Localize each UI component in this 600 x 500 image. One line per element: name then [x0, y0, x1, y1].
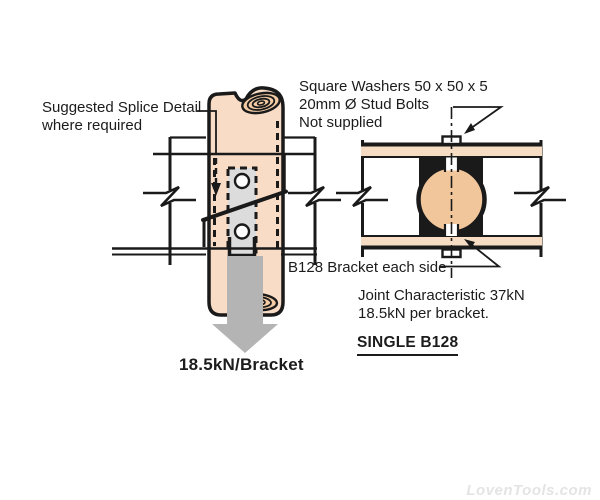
post-right: [288, 137, 341, 265]
end-grain-rings-top: [241, 91, 281, 115]
washers-note-line3: Not supplied: [299, 114, 383, 131]
splice-note-line2: where required: [42, 116, 143, 134]
splice-note: Suggested Splice Detail where required: [42, 99, 201, 134]
break-symbol: [514, 185, 566, 208]
variant-title: SINGLE B128: [357, 334, 459, 356]
leader-arrowhead: [211, 183, 221, 196]
splice-cut-line: [201, 189, 288, 222]
joint-section-view: [336, 106, 566, 278]
watermark: LovenTools.com: [466, 482, 592, 499]
splice-note-line1: Suggested Splice Detail: [42, 99, 202, 116]
bracket-label: B128 Bracket each side: [288, 259, 447, 276]
bracket-plate-visible-end: [227, 237, 257, 258]
washers-note-line2: 20mm Ø Stud Bolts: [299, 96, 430, 113]
splice-note-leader: [197, 110, 221, 196]
joint-note-line1: Joint Characteristic 37kN: [358, 287, 525, 304]
splice-step-left: [202, 216, 210, 247]
joint-characteristic-note: Joint Characteristic 37kN 18.5kN per bra…: [358, 287, 525, 323]
bracket-leader-bottom: [440, 239, 502, 268]
break-symbol: [288, 185, 341, 208]
washers-note: Square Washers 50 x 50 x 5 20mm Ø Stud B…: [299, 78, 488, 132]
joint-note-line2: 18.5kN per bracket.: [358, 305, 489, 322]
load-arrow: [212, 256, 278, 353]
washers-note-line1: Square Washers 50 x 50 x 5: [299, 78, 488, 95]
stud-bolt-leader-top: [453, 106, 504, 134]
splice-elevation-view: [112, 86, 341, 353]
bolt-hole-bottom: [233, 223, 251, 240]
bolt-hole-top: [233, 172, 251, 190]
break-symbol: [143, 185, 196, 208]
break-symbol: [336, 185, 388, 208]
post-left: [143, 137, 196, 265]
load-per-bracket-label: 18.5kN/Bracket: [179, 355, 304, 374]
leader-arrowhead: [464, 239, 475, 248]
leader-arrowhead: [464, 123, 475, 134]
